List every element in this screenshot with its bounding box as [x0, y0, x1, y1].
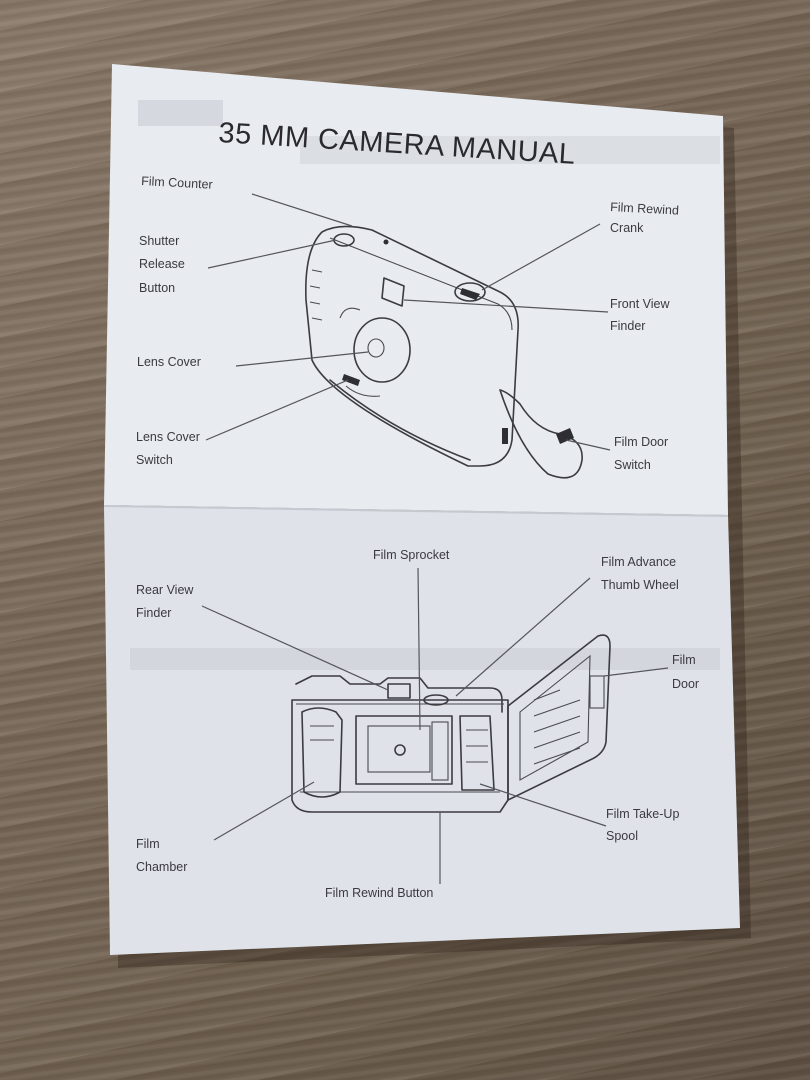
label-door-switch-1: Film Door	[614, 435, 668, 449]
rewind-crank-drawing	[454, 282, 486, 302]
front-view-labels: Film Counter Shutter Release Button Lens…	[136, 174, 679, 472]
label-film-counter: Film Counter	[141, 174, 213, 192]
label-takeup-1: Film Take-Up	[606, 807, 679, 821]
paper-smudge	[138, 100, 223, 126]
label-film-sprocket: Film Sprocket	[373, 548, 450, 562]
label-door-switch-2: Switch	[614, 458, 651, 472]
label-film-door-2: Door	[672, 677, 699, 691]
label-shutter-2: Release	[139, 257, 185, 271]
label-film-advance-2: Thumb Wheel	[601, 578, 679, 592]
label-lens-cover-switch-1: Lens Cover	[136, 430, 200, 444]
camera-rear-illustration	[291, 634, 611, 813]
label-lens-cover: Lens Cover	[137, 355, 201, 369]
label-rear-finder-1: Rear View	[136, 583, 194, 597]
label-film-chamber-1: Film	[136, 837, 160, 851]
camera-front-illustration	[305, 225, 583, 479]
rear-leader-lines	[201, 567, 669, 884]
label-rewind-crank-1: Film Rewind	[610, 200, 679, 218]
title-band	[300, 136, 720, 164]
fold-crease	[103, 505, 729, 517]
label-rewind-crank-2: Crank	[610, 221, 644, 235]
lower-band	[130, 648, 720, 670]
label-rewind-button: Film Rewind Button	[325, 886, 433, 900]
label-rear-finder-2: Finder	[136, 606, 171, 620]
label-shutter-3: Button	[139, 281, 175, 295]
label-film-advance-1: Film Advance	[601, 555, 676, 569]
label-front-finder-2: Finder	[610, 319, 645, 333]
label-film-chamber-2: Chamber	[136, 860, 187, 874]
label-front-finder-1: Front View	[610, 297, 670, 311]
front-leader-lines	[205, 193, 611, 451]
manual-sheet-upper	[104, 64, 728, 515]
label-film-door-1: Film	[672, 653, 696, 667]
rear-view-labels: Film Sprocket Rear View Finder Film Adva…	[136, 548, 699, 900]
label-takeup-2: Spool	[606, 829, 638, 843]
label-lens-cover-switch-2: Switch	[136, 453, 173, 467]
manual-sheet-lower	[104, 505, 740, 955]
label-shutter-1: Shutter	[139, 234, 179, 248]
